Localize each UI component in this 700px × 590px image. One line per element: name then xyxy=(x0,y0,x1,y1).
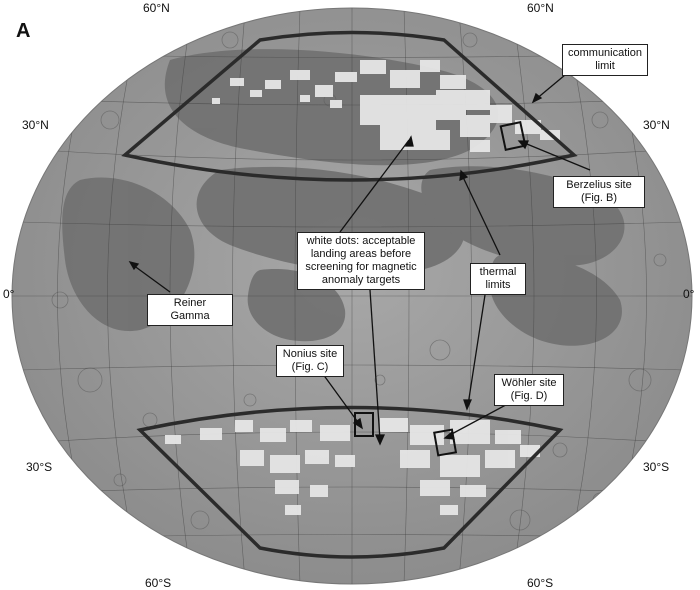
callout-text: (Fig. C) xyxy=(291,361,329,373)
callout-text: anomaly targets xyxy=(321,274,401,286)
lat-label-60s-left: 60°S xyxy=(145,576,172,590)
callout-text: Nonius site xyxy=(282,348,338,360)
callout-berzelius-site: Berzelius site (Fig. B) xyxy=(553,176,645,208)
callout-text: thermal xyxy=(479,266,517,278)
lat-label-60n-right: 60°N xyxy=(527,1,554,15)
callout-text: (Fig. B) xyxy=(580,192,618,204)
acceptable-landing-dots-south xyxy=(165,418,540,515)
callout-text: screening for magnetic xyxy=(305,261,417,273)
lat-label-60n-left: 60°N xyxy=(143,1,170,15)
lat-label-30n-left: 30°N xyxy=(22,118,49,132)
lat-label-60s-right: 60°S xyxy=(527,576,554,590)
callout-nonius-site: Nonius site (Fig. C) xyxy=(276,345,344,377)
callout-wohler-site: Wöhler site (Fig. D) xyxy=(494,374,564,406)
callout-text: Reiner Gamma xyxy=(170,297,210,322)
wohler-site-box xyxy=(433,428,458,457)
nonius-site-box xyxy=(354,412,374,437)
callout-white-dots: white dots: acceptable landing areas bef… xyxy=(297,232,425,290)
callout-text: limits xyxy=(485,279,511,291)
callout-text: Berzelius site xyxy=(566,179,632,191)
callout-communication-limit: communication limit xyxy=(562,44,648,76)
lat-label-30s-right: 30°S xyxy=(643,460,670,474)
callout-arrows xyxy=(128,74,591,446)
callout-thermal-limits: thermal limits xyxy=(470,263,526,295)
callout-reiner-gamma: Reiner Gamma xyxy=(147,294,233,326)
callout-text: landing areas before xyxy=(310,248,412,260)
callout-text: (Fig. D) xyxy=(510,390,548,402)
panel-letter: A xyxy=(16,20,31,42)
callout-text: white dots: acceptable xyxy=(306,235,416,247)
callout-text: Wöhler site xyxy=(501,377,557,389)
lat-label-0-left: 0° xyxy=(3,287,15,301)
north-limit-boundary xyxy=(121,30,578,182)
south-limit-boundary xyxy=(136,405,564,559)
callout-text: communication xyxy=(568,47,642,59)
lat-label-0-right: 0° xyxy=(683,287,695,301)
lat-label-30s-left: 30°S xyxy=(26,460,53,474)
berzelius-site-box xyxy=(499,120,527,152)
lat-label-30n-right: 30°N xyxy=(643,118,670,132)
callout-text: limit xyxy=(595,60,615,72)
